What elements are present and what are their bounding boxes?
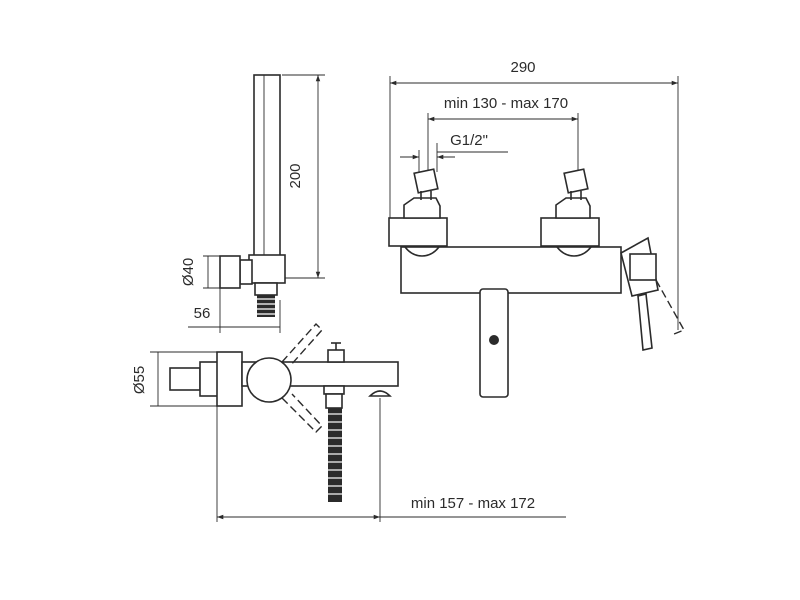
handshower-stick <box>253 74 281 258</box>
side-hose <box>328 408 342 502</box>
side-cartridge <box>246 357 292 403</box>
dim-label-thread: G1/2" <box>450 132 488 149</box>
dim-label-inlet-spacing: min 130 - max 170 <box>444 95 568 112</box>
handshower-holder <box>248 254 286 284</box>
side-lever-down <box>281 393 323 433</box>
dim-label-290: 290 <box>510 59 535 76</box>
dim-label-projection: min 157 - max 172 <box>411 495 535 512</box>
side-hose-fitting <box>325 393 343 409</box>
side-lever-up <box>281 322 323 367</box>
right-inlet <box>563 168 589 194</box>
right-connector <box>555 197 591 219</box>
lever-cap <box>629 253 657 281</box>
left-inlet <box>413 168 439 194</box>
side-inlet <box>169 367 201 391</box>
mixer-side-view: Ø55 min 157 - max 172 <box>131 322 566 522</box>
hose-stub <box>257 295 275 317</box>
left-connector <box>403 197 441 219</box>
holder-flange <box>239 259 253 285</box>
mixer-body <box>400 246 622 294</box>
dim-label-200: 200 <box>287 163 304 188</box>
handshower-side-view: 200 Ø40 56 <box>180 74 325 333</box>
lever-alt-position <box>655 279 686 335</box>
side-hose-nut <box>323 385 345 395</box>
right-escutcheon <box>540 217 600 247</box>
dim-label-d40: Ø40 <box>180 258 197 286</box>
side-aerator <box>368 390 392 397</box>
mixer-front-view: 290 min 130 - max 170 G1/2" <box>388 59 686 398</box>
hose-nut <box>254 282 278 296</box>
side-nut <box>199 361 219 397</box>
side-escutcheon <box>216 351 243 407</box>
aerator-dot <box>489 335 499 345</box>
dim-label-56: 56 <box>194 305 211 322</box>
lever-handle <box>637 293 653 351</box>
left-escutcheon <box>388 217 448 247</box>
wall-plate <box>219 255 241 289</box>
dim-label-d55: Ø55 <box>131 366 148 394</box>
diverter-knob <box>327 349 345 363</box>
